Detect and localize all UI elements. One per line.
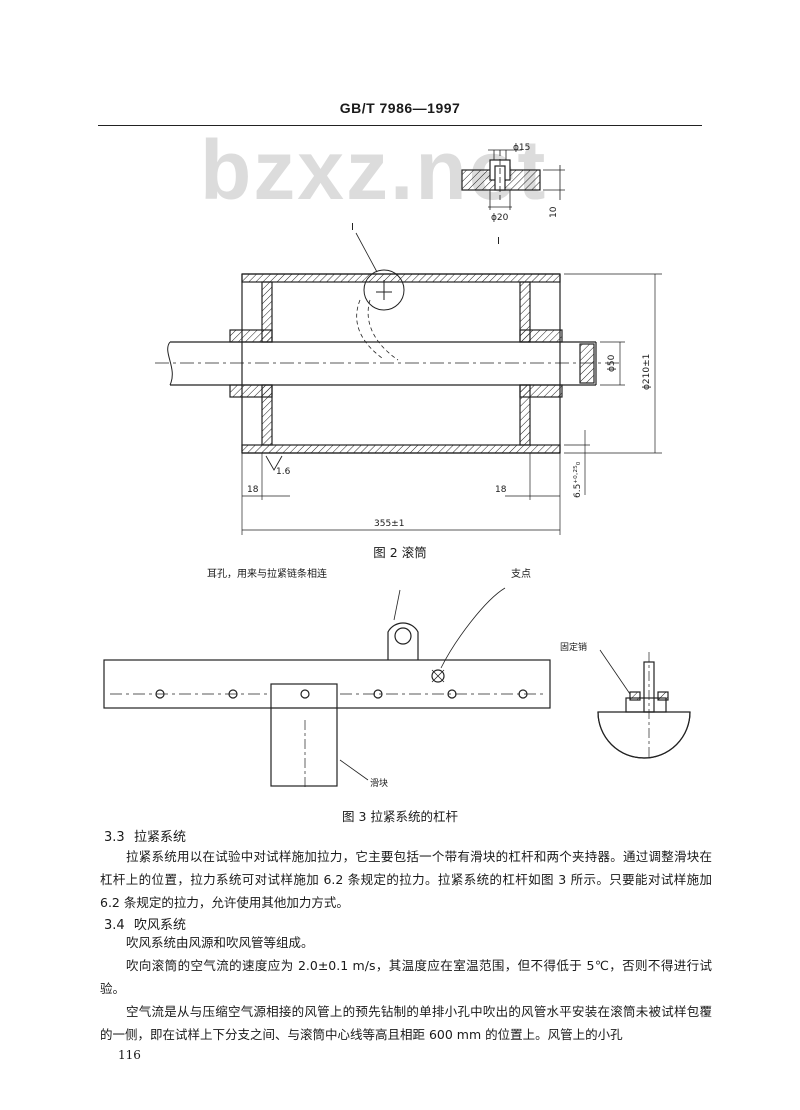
label-pivot: 支点 <box>511 568 531 580</box>
dim-wall: 6.5⁺⁰·²⁵₀ <box>573 461 583 498</box>
dim-thickness: 10 <box>549 206 559 218</box>
dim-drum-diameter: ϕ210±1 <box>642 354 652 390</box>
section-3-4-paragraph-2: 吹向滚筒的空气流的速度应为 2.0±0.1 m/s，其温度应在室温范围，但不得低… <box>100 958 712 996</box>
standard-code: GB/T 7986—1997 <box>339 100 461 116</box>
header-rule <box>98 125 702 126</box>
section-3-3-number: 3.3 <box>104 830 125 845</box>
dim-counterbore: ϕ20 <box>491 213 509 223</box>
page-number: 116 <box>118 1048 141 1062</box>
section-3-4-number: 3.4 <box>104 918 125 933</box>
dim-end-left: 18 <box>247 485 259 495</box>
figure3-lever <box>103 587 691 790</box>
section-3-3-heading: 3.3 拉紧系统 <box>104 826 186 845</box>
figure2-caption: 图 2 滚筒 <box>373 545 427 560</box>
label-slider: 滑块 <box>370 777 388 789</box>
section-3-4-title: 吹风系统 <box>134 918 187 933</box>
label-pin: 固定销 <box>560 641 587 653</box>
dim-length: 355±1 <box>374 519 404 529</box>
detail-circle <box>363 269 405 311</box>
surface-finish: 1.6 <box>276 467 291 477</box>
dim-shaft: ϕ50 <box>607 354 617 372</box>
detail-label: I <box>351 222 354 233</box>
figure2-drum <box>155 149 662 535</box>
label-ear: 耳孔，用来与拉紧链条相连 <box>207 567 327 580</box>
detail-view-label: I <box>497 236 500 247</box>
section-3-4-paragraph-1: 吹风系统由风源和吹风管等组成。 <box>126 935 314 950</box>
section-3-3-paragraph: 拉紧系统用以在试验中对试样施加拉力，它主要包括一个带有滑块的杠杆和两个夹持器。通… <box>100 849 712 910</box>
detail-i-view <box>461 149 565 210</box>
dim-end-right: 18 <box>495 485 507 495</box>
section-3-3-title: 拉紧系统 <box>134 830 187 845</box>
figure3-caption: 图 3 拉紧系统的杠杆 <box>342 809 458 824</box>
dim-hole: ϕ15 <box>513 143 530 153</box>
section-3-4-paragraph-3: 空气流是从与压缩空气源相接的风管上的预先钻制的单排小孔中吹出的风管水平安装在滚筒… <box>100 1004 712 1042</box>
section-3-4-heading: 3.4 吹风系统 <box>104 914 186 933</box>
